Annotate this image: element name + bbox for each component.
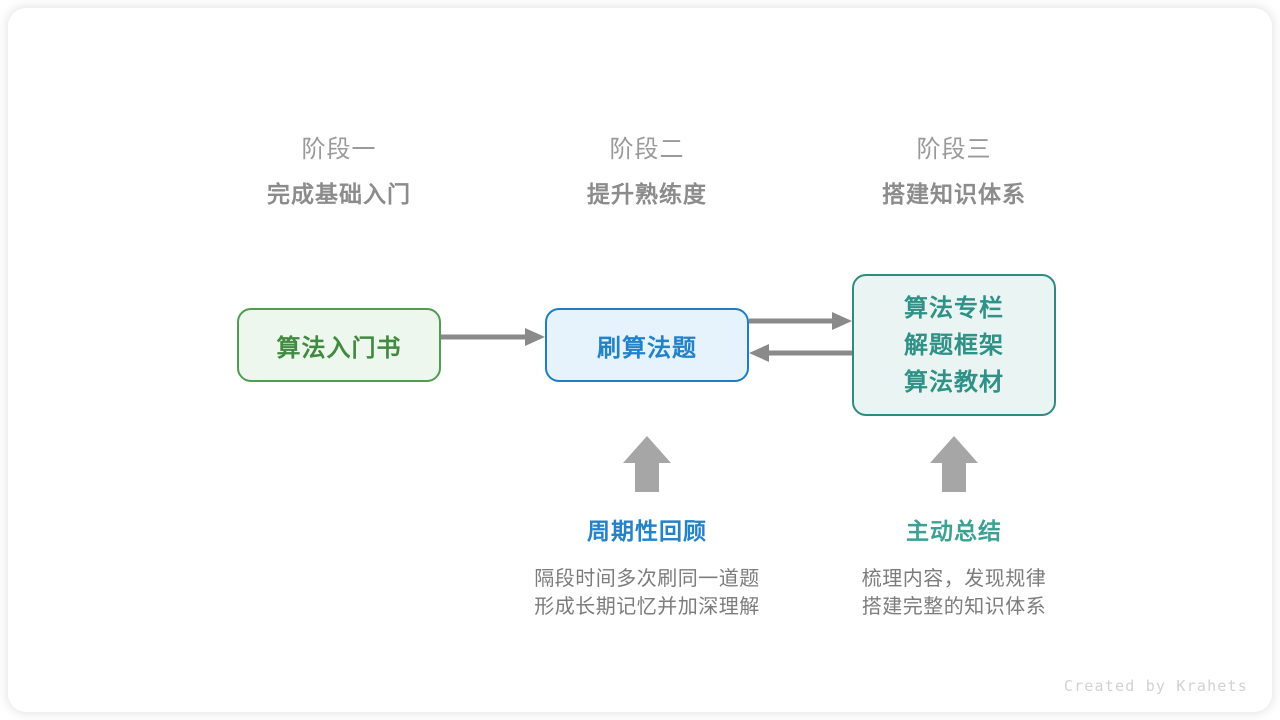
stage-kicker-2: 阶段二 <box>609 136 685 163</box>
annotation-body-line-1: 隔段时间多次刷同一道题 <box>534 568 760 590</box>
annotation-title: 主动总结 <box>906 518 1002 544</box>
node-algorithm-intro-book[interactable]: 算法入门书 <box>237 308 441 382</box>
stage-title-1: 完成基础入门 <box>267 181 411 207</box>
annotation-active-summary: 主动总结 梳理内容，发现规律 搭建完整的知识体系 <box>804 520 1104 621</box>
annotation-body-line-1: 梳理内容，发现规律 <box>861 568 1047 590</box>
annotation-body-line-2: 搭建完整的知识体系 <box>861 596 1047 618</box>
annotation-title: 周期性回顾 <box>587 518 707 544</box>
annotation-periodic-review: 周期性回顾 隔段时间多次刷同一道题 形成长期记忆并加深理解 <box>497 520 797 621</box>
node-practice-problems[interactable]: 刷算法题 <box>545 308 749 382</box>
node-label: 刷算法题 <box>597 334 697 362</box>
stage-header-3: 阶段三 搭建知识体系 <box>824 138 1084 206</box>
node-label-line-3: 算法教材 <box>904 368 1004 396</box>
node-label-line-2: 解题框架 <box>904 331 1004 359</box>
stage-kicker-1: 阶段一 <box>301 136 377 163</box>
annotation-body: 梳理内容，发现规律 搭建完整的知识体系 <box>804 565 1104 621</box>
connector-summary-up-arrow <box>930 436 978 492</box>
node-learning-resources[interactable]: 算法专栏 解题框架 算法教材 <box>852 274 1056 416</box>
diagram-canvas: 阶段一 完成基础入门 阶段二 提升熟练度 阶段三 搭建知识体系 算法入门书 刷算… <box>8 8 1272 712</box>
connector-book-to-practice <box>441 328 545 346</box>
node-label-line-1: 算法专栏 <box>904 294 1004 322</box>
stage-kicker-3: 阶段三 <box>916 136 992 163</box>
stage-header-2: 阶段二 提升熟练度 <box>517 138 777 206</box>
footer-credit: Created by Krahets <box>1063 677 1248 695</box>
annotation-body-line-2: 形成长期记忆并加深理解 <box>534 596 760 618</box>
node-label: 算法入门书 <box>276 334 402 362</box>
annotation-body: 隔段时间多次刷同一道题 形成长期记忆并加深理解 <box>497 565 797 621</box>
connector-review-up-arrow <box>623 436 671 492</box>
stage-header-1: 阶段一 完成基础入门 <box>209 138 469 206</box>
stage-title-3: 搭建知识体系 <box>882 181 1026 207</box>
connector-resources-to-practice <box>749 344 852 362</box>
stage-title-2: 提升熟练度 <box>587 181 707 207</box>
connector-practice-to-resources <box>749 312 852 330</box>
